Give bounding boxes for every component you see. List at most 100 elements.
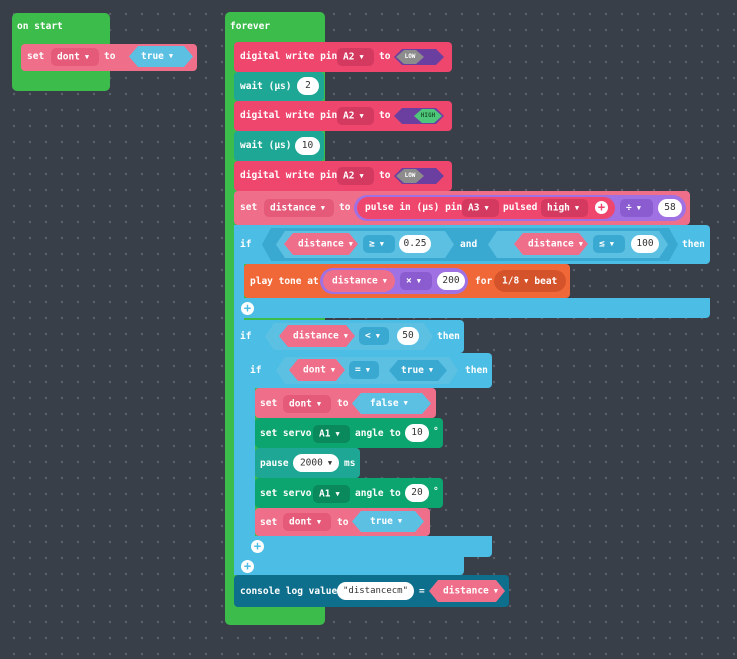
- variable-dropdown[interactable]: dont▼: [283, 395, 331, 413]
- operator-dropdown[interactable]: ×▼: [400, 272, 432, 290]
- then-keyword: then: [437, 331, 460, 342]
- number-input[interactable]: 100: [631, 235, 659, 253]
- if-block-bottom[interactable]: [234, 556, 464, 575]
- degree-unit: °: [433, 426, 439, 437]
- chevron-down-icon: ▼: [359, 112, 364, 120]
- level-low-chip: LOW: [396, 50, 424, 64]
- then-keyword: then: [682, 239, 705, 250]
- add-else-plus-icon[interactable]: +: [251, 540, 264, 553]
- ms-unit: ms: [344, 458, 356, 469]
- servo-pin-dropdown[interactable]: A1▼: [313, 485, 350, 503]
- expand-plus-icon[interactable]: +: [595, 201, 608, 214]
- chevron-down-icon: ▼: [379, 240, 384, 248]
- variable-reporter[interactable]: distance▼: [323, 270, 395, 292]
- boolean-dropdown[interactable]: true▼: [352, 511, 424, 532]
- level-high-chip: HIGH: [414, 109, 442, 123]
- angle-keyword: angle to: [355, 428, 401, 439]
- number-input[interactable]: 50: [397, 327, 419, 345]
- true-dropdown[interactable]: true▼: [129, 46, 193, 67]
- number-input[interactable]: 0.25: [399, 235, 431, 253]
- forever-label: forever: [230, 21, 271, 32]
- chevron-down-icon: ▼: [397, 517, 403, 525]
- pulse-in-label: pulse in (µs) pin: [365, 202, 463, 213]
- if-keyword: if: [250, 365, 262, 376]
- variable-reporter[interactable]: distance▼: [514, 233, 588, 255]
- variable-dropdown[interactable]: dont▼: [283, 513, 331, 531]
- then-keyword: then: [465, 365, 488, 376]
- chevron-down-icon: ▼: [335, 430, 340, 438]
- to-keyword: to: [379, 170, 391, 181]
- chevron-down-icon: ▼: [327, 459, 333, 467]
- degree-unit: °: [433, 486, 439, 497]
- wait-label: wait (µs): [240, 81, 292, 92]
- add-else-plus-icon[interactable]: +: [241, 302, 254, 315]
- variable-reporter[interactable]: distance▼: [429, 580, 505, 602]
- variable-reporter[interactable]: dont▼: [289, 359, 345, 381]
- if-keyword: if: [240, 331, 252, 342]
- pin-dropdown[interactable]: A3▼: [462, 199, 499, 217]
- to-keyword: to: [339, 202, 351, 213]
- pin-dropdown[interactable]: A2▼: [337, 48, 374, 66]
- set-keyword: set: [260, 517, 278, 528]
- pin-dropdown[interactable]: A2▼: [337, 167, 374, 185]
- pause-label: pause: [260, 458, 289, 469]
- wait-value-input[interactable]: 2: [297, 77, 319, 95]
- variable-reporter[interactable]: distance▼: [284, 233, 358, 255]
- pulse-level-dropdown[interactable]: high▼: [541, 199, 588, 217]
- inner-if-block-left: [244, 353, 255, 557]
- divisor-input[interactable]: 58: [658, 199, 682, 217]
- angle-input[interactable]: 20: [405, 484, 429, 502]
- digital-write-label: digital write pin: [240, 110, 338, 121]
- chevron-down-icon: ▼: [403, 399, 408, 407]
- angle-input[interactable]: 10: [405, 424, 429, 442]
- digital-write-label: digital write pin: [240, 51, 338, 62]
- servo-pin-dropdown[interactable]: A1▼: [313, 425, 350, 443]
- to-keyword: to: [379, 110, 391, 121]
- chevron-down-icon: ▼: [382, 277, 387, 285]
- variable-dropdown[interactable]: distance▼: [264, 199, 334, 217]
- chevron-down-icon: ▼: [316, 518, 322, 526]
- chevron-down-icon: ▼: [428, 366, 434, 374]
- play-tone-label: play tone at: [250, 276, 319, 287]
- if-block-left: [234, 320, 244, 575]
- for-keyword: for: [475, 276, 493, 287]
- variable-dropdown[interactable]: dont▼: [51, 48, 99, 66]
- comparison-dropdown[interactable]: =▼: [349, 361, 379, 379]
- chevron-down-icon: ▼: [343, 332, 348, 340]
- to-keyword: to: [104, 51, 116, 62]
- chevron-down-icon: ▼: [484, 204, 489, 212]
- comparison-dropdown[interactable]: <▼: [359, 327, 389, 345]
- chevron-down-icon: ▼: [359, 53, 364, 61]
- variable-reporter[interactable]: distance▼: [279, 325, 355, 347]
- comparison-dropdown[interactable]: ≥▼: [363, 235, 395, 253]
- chevron-down-icon: ▼: [416, 277, 421, 285]
- chevron-down-icon: ▼: [348, 240, 353, 248]
- to-keyword: to: [337, 398, 349, 409]
- boolean-dropdown[interactable]: true▼: [389, 360, 447, 381]
- set-keyword: set: [27, 51, 45, 62]
- chevron-down-icon: ▼: [493, 587, 498, 595]
- comparison-dropdown[interactable]: ≤▼: [593, 235, 625, 253]
- set-keyword: set: [260, 398, 278, 409]
- level-low-chip: LOW: [396, 169, 424, 183]
- text-input[interactable]: "distancecm": [337, 582, 414, 600]
- pin-dropdown[interactable]: A2▼: [337, 107, 374, 125]
- set-keyword: set: [240, 202, 258, 213]
- chevron-down-icon: ▼: [375, 332, 380, 340]
- chevron-down-icon: ▼: [574, 204, 580, 212]
- beat-reporter[interactable]: 1/8▼beat: [494, 270, 566, 292]
- to-keyword: to: [337, 517, 349, 528]
- pause-duration-dropdown[interactable]: 2000▼: [293, 454, 339, 472]
- if-block-bottom[interactable]: [234, 298, 710, 318]
- set-servo-label: set servo: [260, 488, 312, 499]
- boolean-dropdown[interactable]: false▼: [352, 393, 431, 414]
- angle-keyword: angle to: [355, 488, 401, 499]
- add-else-plus-icon[interactable]: +: [241, 560, 254, 573]
- chevron-down-icon: ▼: [524, 277, 529, 285]
- operator-dropdown[interactable]: ÷▼: [620, 199, 653, 217]
- inner-if-block-bottom[interactable]: [244, 536, 492, 557]
- multiplier-input[interactable]: 200: [437, 272, 465, 290]
- wait-value-input[interactable]: 10: [295, 137, 320, 155]
- chevron-down-icon: ▼: [168, 52, 174, 60]
- wait-label: wait (µs): [240, 140, 292, 151]
